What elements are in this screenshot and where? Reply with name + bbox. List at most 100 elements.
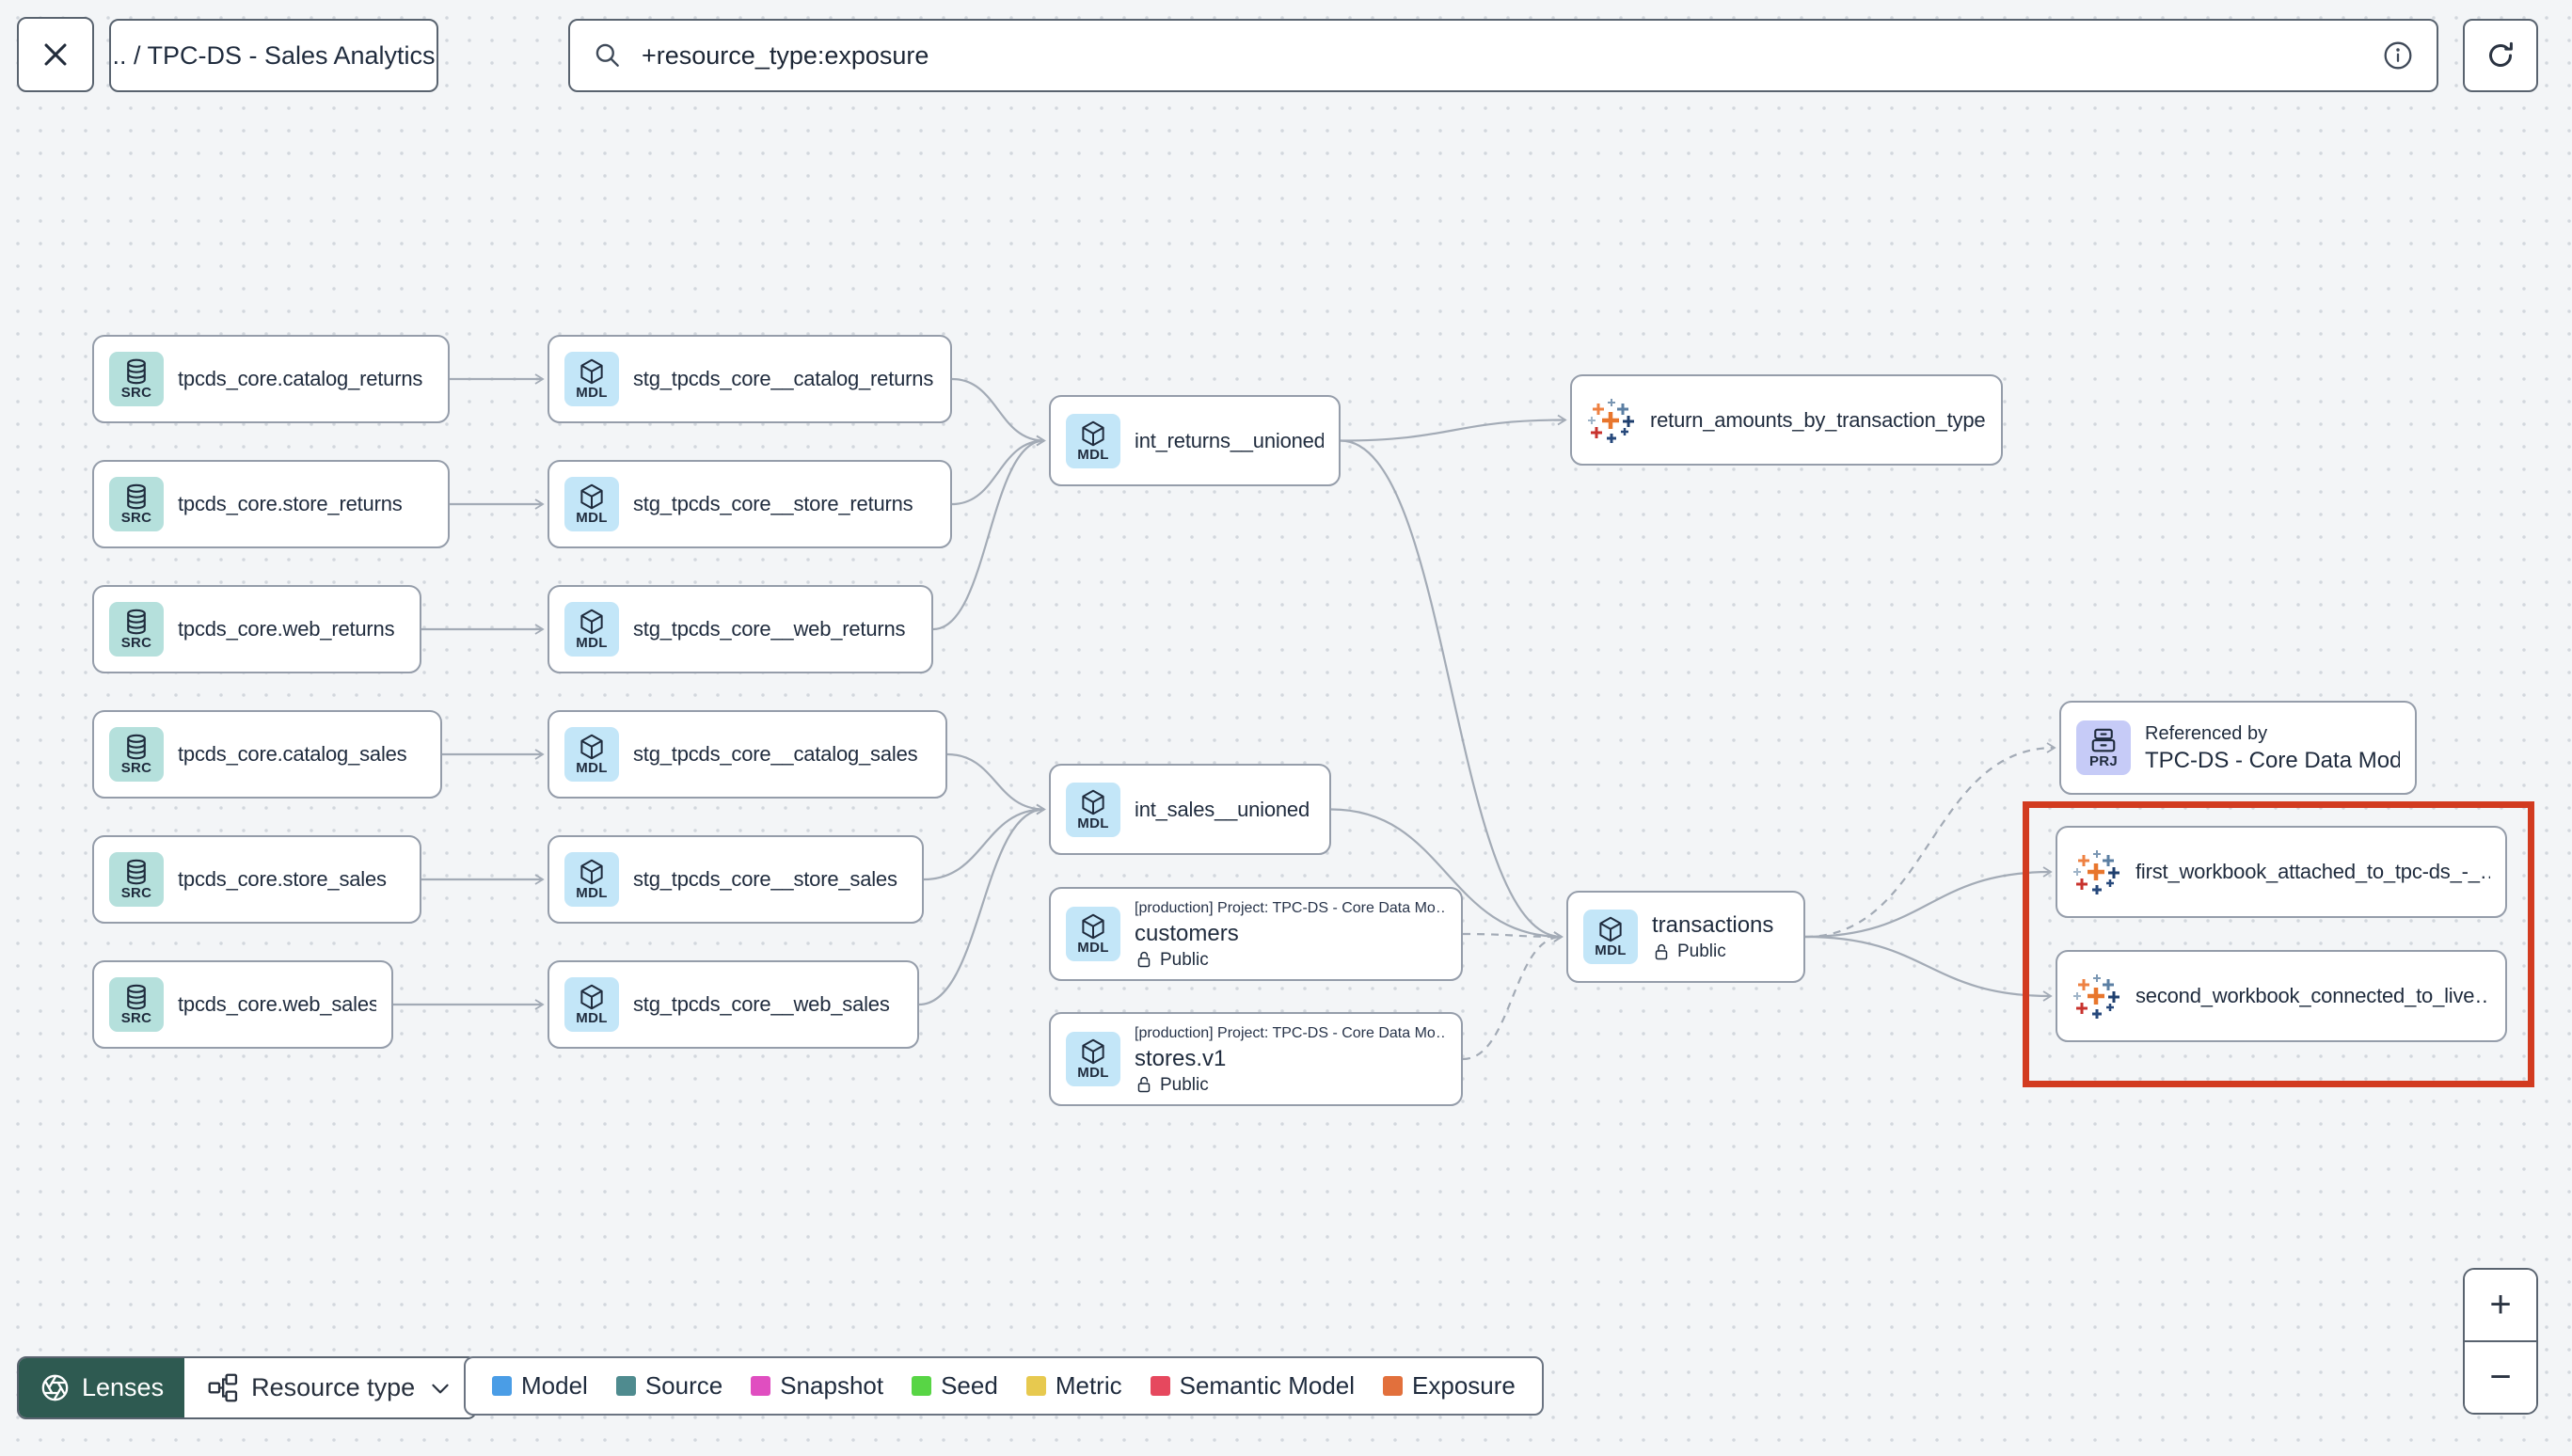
aperture-icon [41, 1374, 69, 1401]
cube-icon [1599, 916, 1622, 942]
node-src_store_sales[interactable]: SRC tpcds_core.store_sales [92, 835, 421, 924]
legend-swatch [615, 1376, 636, 1396]
node-src_web_sales[interactable]: SRC tpcds_core.web_sales [92, 960, 393, 1049]
cube-icon [1082, 913, 1104, 940]
node-customers[interactable]: MDL[production] Project: TPC-DS - Core D… [1049, 887, 1463, 981]
source-icon: SRC [109, 352, 164, 406]
node-stores_v1[interactable]: MDL[production] Project: TPC-DS - Core D… [1049, 1012, 1463, 1106]
info-icon[interactable] [2382, 40, 2414, 71]
search-bar[interactable] [568, 19, 2438, 92]
legend-swatch [1150, 1376, 1170, 1396]
edge-stg_store_returns-to-int_returns_unioned [951, 435, 1046, 506]
database-icon [127, 483, 146, 510]
resource-type-label: Resource type [251, 1373, 416, 1401]
lock-open-icon [1137, 1076, 1151, 1093]
edge-int_returns_unioned-to-transactions [1340, 439, 1564, 942]
node-label: tpcds_core.web_sales [178, 992, 376, 1016]
legend-label: Metric [1055, 1371, 1122, 1400]
search-icon [595, 43, 619, 67]
node-stg_web_returns[interactable]: MDL stg_tpcds_core__web_returns [548, 585, 933, 673]
node-stg_web_sales[interactable]: MDL stg_tpcds_core__web_sales [548, 960, 919, 1049]
node-label: stg_tpcds_core__web_returns [633, 617, 906, 641]
cube-icon [580, 609, 603, 635]
node-label: stg_tpcds_core__web_sales [633, 992, 890, 1016]
node-label: stg_tpcds_core__store_sales [633, 867, 897, 891]
legend-label: Seed [941, 1371, 998, 1400]
highlight-box [2023, 801, 2534, 1087]
legend-item-model: Model [492, 1371, 588, 1401]
node-src_web_returns[interactable]: SRC tpcds_core.web_returns [92, 585, 421, 673]
model-icon: MDL [1066, 413, 1120, 468]
model-icon: MDL [564, 602, 619, 657]
model-icon: MDL [564, 477, 619, 531]
node-label: TPC-DS - Core Data Models [2145, 747, 2400, 773]
legend-swatch [1383, 1376, 1404, 1396]
edge-stg_web_sales-to-int_sales_unioned [918, 803, 1046, 1006]
refresh-button[interactable] [2463, 19, 2538, 92]
edge-int_returns_unioned-to-return_amounts_by_transaction_type [1340, 414, 1567, 442]
source-icon: SRC [109, 477, 164, 531]
exposure-tableau-icon [1588, 398, 1634, 443]
node-label: tpcds_core.catalog_sales [178, 742, 407, 766]
legend-item-source: Source [615, 1371, 723, 1401]
source-icon: SRC [109, 602, 164, 657]
model-icon: MDL [1583, 910, 1638, 964]
zoom-out-button[interactable]: − [2465, 1342, 2536, 1413]
close-button[interactable] [17, 17, 94, 92]
edge-int_sales_unioned-to-transactions [1330, 808, 1564, 942]
node-label: customers [1135, 920, 1239, 946]
zoom-in-button[interactable]: + [2465, 1270, 2536, 1342]
exposure-tableau-icon [2073, 850, 2120, 894]
resource-type-dropdown[interactable]: Resource type [184, 1358, 476, 1417]
cube-icon [1082, 1038, 1104, 1065]
legend-item-semantic-model: Semantic Model [1150, 1371, 1356, 1401]
node-return_amounts_by_transaction_type[interactable]: return_amounts_by_transaction_type [1570, 374, 2003, 466]
legend-label: Snapshot [780, 1371, 884, 1400]
lock-open-icon [1137, 951, 1151, 968]
node-first_workbook[interactable]: first_workbook_attached_to_tpc-ds_-_… [2056, 826, 2507, 918]
search-input[interactable] [640, 40, 2365, 71]
edge-stores_v1-to-transactions [1462, 931, 1564, 1061]
database-icon [127, 358, 146, 385]
legend-swatch [751, 1376, 771, 1396]
project-icon: PRJ [2076, 720, 2131, 775]
model-icon: MDL [564, 727, 619, 782]
node-second_workbook[interactable]: second_workbook_connected_to_live… [2056, 950, 2507, 1042]
source-icon: SRC [109, 852, 164, 907]
refresh-icon [2489, 41, 2513, 67]
source-icon: SRC [109, 977, 164, 1032]
legend-label: Source [644, 1371, 723, 1400]
legend-label: Semantic Model [1179, 1371, 1356, 1400]
node-label: tpcds_core.store_sales [178, 867, 387, 891]
edge-stg_catalog_sales-to-int_sales_unioned [946, 752, 1046, 815]
lenses-button[interactable]: Lenses [19, 1358, 185, 1417]
model-icon: MDL [1066, 1032, 1120, 1086]
legend-item-snapshot: Snapshot [751, 1371, 883, 1401]
node-label: first_workbook_attached_to_tpc-ds_-_… [2135, 860, 2490, 883]
model-icon: MDL [564, 977, 619, 1032]
node-visibility: Public [1652, 940, 1773, 963]
close-icon [44, 43, 67, 66]
cube-icon [580, 984, 603, 1010]
cube-icon [580, 734, 603, 760]
node-label: tpcds_core.web_returns [178, 617, 395, 641]
node-label: return_amounts_by_transaction_type [1650, 407, 1986, 432]
model-icon: MDL [1066, 907, 1120, 961]
breadcrumb[interactable]: .. / TPC-DS - Sales Analytics [109, 19, 438, 92]
edge-stg_store_sales-to-int_sales_unioned [923, 803, 1046, 881]
exposure-tableau-icon [2073, 974, 2120, 1019]
legend-item-metric: Metric [1025, 1371, 1122, 1401]
